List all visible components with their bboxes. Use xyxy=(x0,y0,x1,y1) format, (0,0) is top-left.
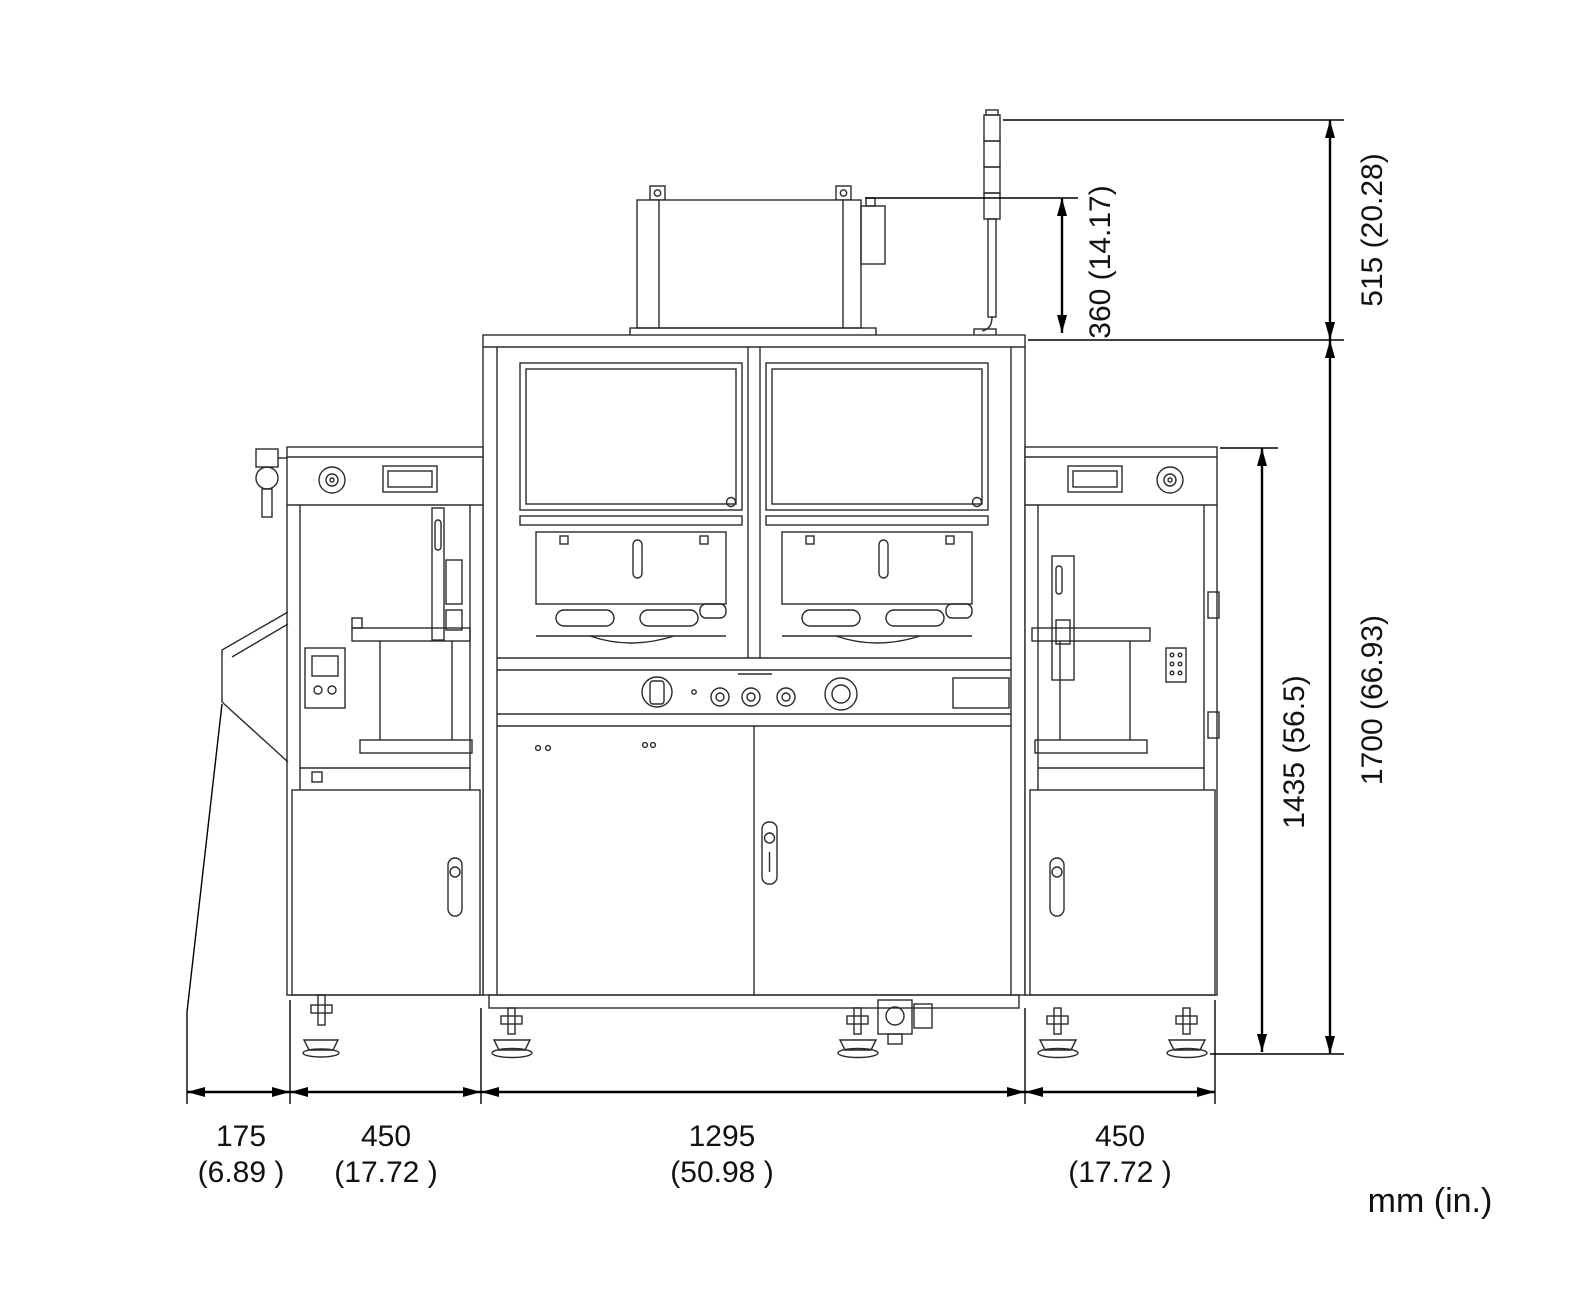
signal-tower xyxy=(973,109,1001,337)
main-switch-icon xyxy=(641,676,673,708)
display-window xyxy=(1067,465,1123,493)
dim-label-left-module-mm: 450 xyxy=(361,1120,411,1153)
air-regulator xyxy=(255,448,287,518)
dim-label-frame-height: 1435 (56.5) xyxy=(1278,675,1311,828)
dimension-annotations: 360 (14.17) 515 (20.28) 1700 (66.93) 143… xyxy=(186,119,1493,1220)
pump-unit xyxy=(877,999,933,1045)
leveling-feet xyxy=(491,999,1208,1059)
emergency-stop-icon xyxy=(824,677,858,711)
machine-outline xyxy=(221,109,1220,1059)
leveling-foot xyxy=(302,994,340,1058)
right-module xyxy=(1024,446,1220,996)
outfeed-chute xyxy=(221,611,289,763)
dim-label-center-width-in: (50.98 ) xyxy=(670,1156,773,1189)
indicator-knob-icon xyxy=(1156,466,1184,494)
left-process-bay xyxy=(535,531,727,644)
center-cabinet xyxy=(482,334,1026,1009)
left-hood-window xyxy=(519,362,743,526)
top-monitor-unit xyxy=(629,185,886,338)
display-window xyxy=(382,465,438,493)
right-cabinet-handle xyxy=(1049,857,1065,917)
right-process-bay xyxy=(781,531,973,644)
dim-label-left-offset-mm: 175 xyxy=(216,1120,266,1153)
dim-label-right-module-mm: 450 xyxy=(1095,1120,1145,1153)
dimension-lines xyxy=(187,120,1332,1094)
arrowheads xyxy=(187,120,1335,1097)
left-module xyxy=(221,446,484,1058)
dim-label-monitor-height: 360 (14.17) xyxy=(1084,185,1117,338)
lower-doors xyxy=(534,726,778,995)
push-button-icon xyxy=(776,687,796,707)
name-plate xyxy=(952,677,1010,709)
left-cabinet-handle xyxy=(447,857,463,917)
dim-label-tower-height: 515 (20.28) xyxy=(1356,153,1389,306)
dim-label-right-module-in: (17.72 ) xyxy=(1068,1156,1171,1189)
control-panel xyxy=(641,673,1010,711)
door-handle xyxy=(761,821,778,885)
dim-label-center-width-mm: 1295 xyxy=(689,1120,756,1153)
indicator-knob-icon xyxy=(318,466,346,494)
dim-label-left-offset-in: (6.89 ) xyxy=(198,1156,285,1189)
units-label: mm (in.) xyxy=(1368,1182,1493,1220)
push-button-icon xyxy=(741,687,761,707)
extension-lines xyxy=(186,119,1344,1104)
right-hood-window xyxy=(765,362,989,526)
dim-label-overall-height: 1700 (66.93) xyxy=(1356,615,1389,785)
push-button-icon xyxy=(710,687,730,707)
dim-label-left-module-in: (17.72 ) xyxy=(334,1156,437,1189)
